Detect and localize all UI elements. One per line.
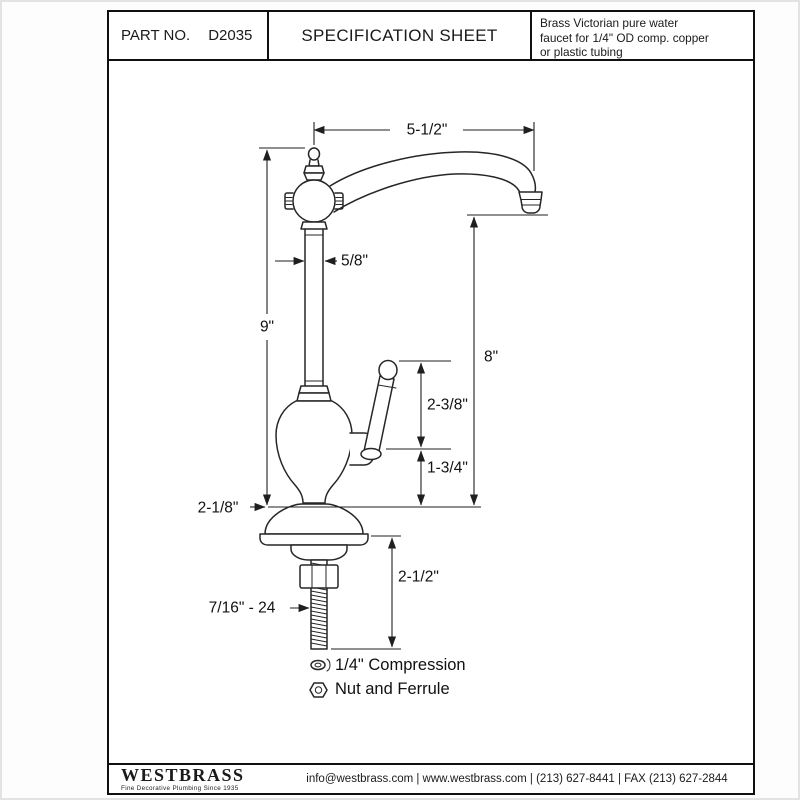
faucet-technical-drawing: 5-1/2" 5/8" 9" 8" 2-3/8" 1-3/4" 2-1/8" 2… bbox=[198, 122, 548, 699]
part-number-cell: PART NO. D2035 bbox=[109, 12, 269, 59]
description-line: Brass Victorian pure water bbox=[540, 16, 679, 30]
drawing-area: 5-1/2" 5/8" 9" 8" 2-3/8" 1-3/4" 2-1/8" 2… bbox=[109, 61, 753, 763]
dim-handle-length: 2-3/8" bbox=[427, 397, 468, 414]
dimension-lines bbox=[250, 122, 548, 650]
faucet-outline bbox=[259, 147, 543, 698]
finial bbox=[303, 147, 325, 181]
sheet-header: PART NO. D2035 SPECIFICATION SHEET Brass… bbox=[109, 12, 753, 61]
column bbox=[296, 221, 332, 402]
product-description: Brass Victorian pure water faucet for 1/… bbox=[532, 12, 753, 59]
ferrule-icon bbox=[310, 658, 331, 672]
sheet-footer: WESTBRASS Fine Decorative Plumbing Since… bbox=[109, 763, 753, 793]
dimension-labels: 5-1/2" 5/8" 9" 8" 2-3/8" 1-3/4" 2-1/8" 2… bbox=[198, 122, 499, 699]
sheet-title: SPECIFICATION SHEET bbox=[269, 12, 532, 59]
dim-column-diameter: 5/8" bbox=[341, 253, 368, 270]
description-line: faucet for 1/4" OD comp. copper bbox=[540, 30, 709, 45]
ball-joint bbox=[284, 179, 344, 223]
dim-spout-reach: 5-1/2" bbox=[407, 122, 448, 139]
part-number-label: PART NO. bbox=[121, 27, 191, 44]
brand-tagline: Fine Decorative Plumbing Since 1935 bbox=[121, 785, 239, 792]
spec-sheet: PART NO. D2035 SPECIFICATION SHEET Brass… bbox=[107, 10, 755, 795]
dim-overall-height: 9" bbox=[260, 319, 274, 336]
dim-handle-offset: 1-3/4" bbox=[427, 460, 468, 477]
threaded-shank bbox=[299, 559, 339, 650]
dim-thread-size: 7/16" - 24 bbox=[209, 600, 276, 617]
contact-info: info@westbrass.com | www.westbrass.com |… bbox=[306, 773, 728, 785]
spout-nozzle bbox=[518, 191, 543, 214]
mounting-nut bbox=[299, 564, 339, 589]
brand-logo: WESTBRASS bbox=[121, 765, 245, 785]
compression-nut-icon bbox=[309, 682, 328, 698]
brand-block: WESTBRASS Fine Decorative Plumbing Since… bbox=[109, 766, 289, 792]
lever-handle bbox=[349, 359, 398, 466]
note-compression-line2: Nut and Ferrule bbox=[335, 680, 450, 698]
dim-base-diameter: 2-1/8" bbox=[198, 500, 239, 517]
dim-shank-length: 2-1/2" bbox=[398, 569, 439, 586]
note-compression-line1: 1/4" Compression bbox=[335, 656, 466, 674]
part-number-value: D2035 bbox=[208, 27, 253, 44]
base-flange bbox=[259, 503, 369, 561]
description-line: or plastic tubing bbox=[540, 45, 623, 60]
valve-body bbox=[275, 400, 353, 504]
spout bbox=[329, 151, 543, 214]
dim-spout-height: 8" bbox=[484, 349, 498, 366]
